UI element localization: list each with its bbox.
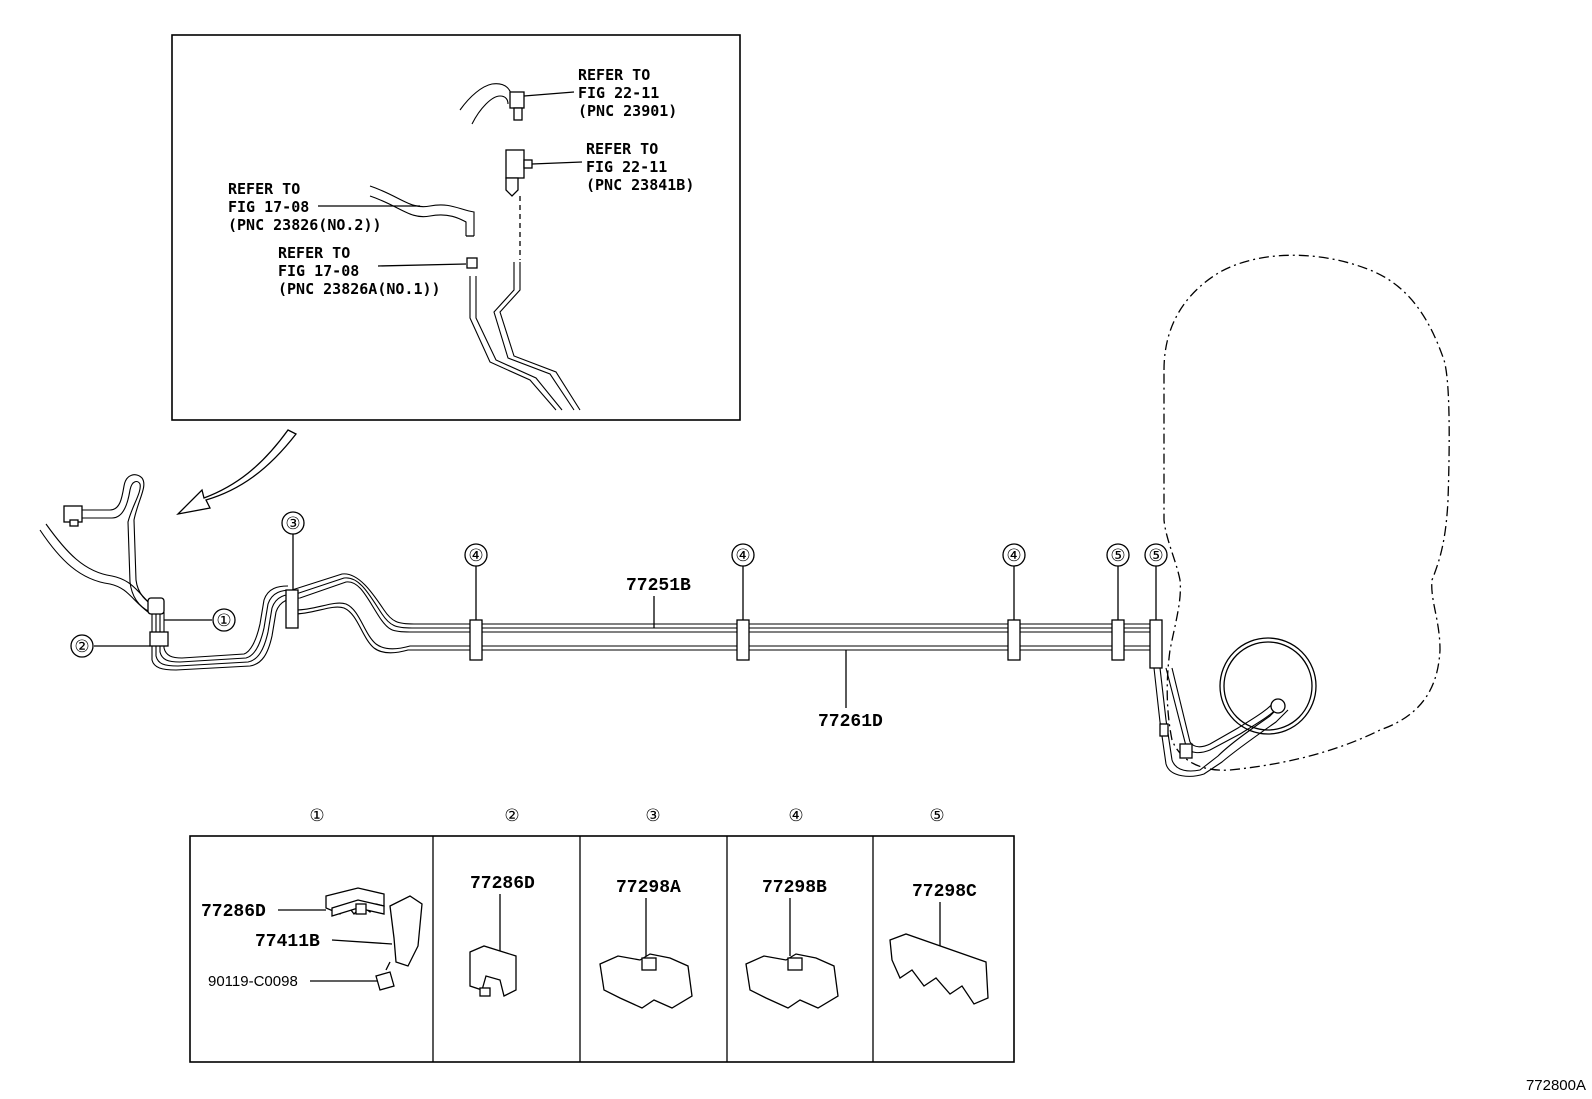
- callout-1: ①: [216, 611, 231, 631]
- callout-5a: ⑤: [1110, 546, 1125, 566]
- table-header-3: ③: [645, 806, 660, 826]
- connector-icon: [509, 91, 525, 109]
- lower-tube-label: 77261D: [818, 712, 883, 732]
- fuel-tank-icon: [1163, 254, 1450, 771]
- ref2-line1: REFER TO: [586, 140, 658, 158]
- ref3-line3: (PNC 23826(NO.2)): [228, 216, 382, 234]
- callout-1-circle: [212, 608, 236, 632]
- callout-4a: ④: [468, 546, 483, 566]
- ref1-line2: FIG 22-11: [578, 84, 659, 102]
- ref1-line3: (PNC 23901): [578, 102, 677, 120]
- callout-4b: ④: [735, 546, 750, 566]
- arrow-icon: [176, 429, 298, 516]
- tube-clips: [147, 589, 1163, 669]
- table-header-2: ②: [504, 806, 519, 826]
- clamp-icon: [736, 619, 750, 661]
- col4-part: 77298B: [762, 878, 827, 898]
- callout-2: ②: [74, 637, 89, 657]
- col3-part: 77298A: [616, 878, 681, 898]
- clamp-icon: [147, 597, 165, 615]
- table-header-1: ①: [309, 806, 324, 826]
- bracket-icon: [389, 895, 423, 967]
- clamp-icon: [745, 953, 839, 1009]
- table-frame: [189, 835, 1015, 1063]
- clamp-icon: [1007, 619, 1021, 661]
- col5-part: 77298C: [912, 882, 977, 902]
- ref2-line2: FIG 22-11: [586, 158, 667, 176]
- callout-2-circle: [70, 634, 94, 658]
- ref4-line1: REFER TO: [278, 244, 350, 262]
- quick-connector-icon: [505, 149, 525, 179]
- table-header-5: ⑤: [929, 806, 944, 826]
- inset-frame: [171, 34, 741, 421]
- clamp-icon: [1149, 619, 1163, 669]
- clamp-icon: [1111, 619, 1125, 661]
- col1-part-a: 77286D: [201, 902, 266, 922]
- col1-part-c: 90119-C0098: [208, 973, 298, 990]
- ref3-line2: FIG 17-08: [228, 198, 309, 216]
- parts-table: ① ② ③ ④ ⑤ 77286D 77411B 90119-C0098 7728…: [189, 806, 1015, 1063]
- ref4-line2: FIG 17-08: [278, 262, 359, 280]
- upper-tube-label: 77251B: [626, 576, 691, 596]
- clamp-icon: [599, 953, 693, 1009]
- ref4-line3: (PNC 23826A(NO.1)): [278, 280, 441, 298]
- front-connector: [39, 474, 157, 613]
- callouts: ① ② ③ ④ ④ ④ ⑤ ⑤: [70, 511, 1168, 658]
- ref1-line1: REFER TO: [578, 66, 650, 84]
- callout-4c: ④: [1006, 546, 1021, 566]
- tube-labels: 77251B 77261D: [626, 576, 883, 732]
- main-fuel-tubes: [151, 573, 1150, 671]
- col2-part: 77286D: [470, 874, 535, 894]
- callout-3: ③: [285, 514, 300, 534]
- hose-left-icon: [369, 185, 475, 236]
- ref3-line1: REFER TO: [228, 180, 300, 198]
- clamp-icon: [149, 631, 169, 647]
- clamp-icon: [285, 589, 299, 629]
- clamp-icon: [889, 933, 989, 1005]
- clamp-icon: [469, 945, 517, 997]
- ref2-line3: (PNC 23841B): [586, 176, 694, 194]
- clamp-icon: [469, 619, 483, 661]
- small-clip-icon: [466, 257, 478, 269]
- callout-5b: ⑤: [1148, 546, 1163, 566]
- bolt-icon: [375, 971, 395, 991]
- tank-tubes: [1153, 667, 1289, 777]
- illustration-code: 772800A: [1526, 1077, 1586, 1094]
- col1-part-b: 77411B: [255, 932, 320, 952]
- inset-detail: REFER TO FIG 22-11 (PNC 23901) REFER TO …: [171, 34, 741, 421]
- table-header-4: ④: [788, 806, 803, 826]
